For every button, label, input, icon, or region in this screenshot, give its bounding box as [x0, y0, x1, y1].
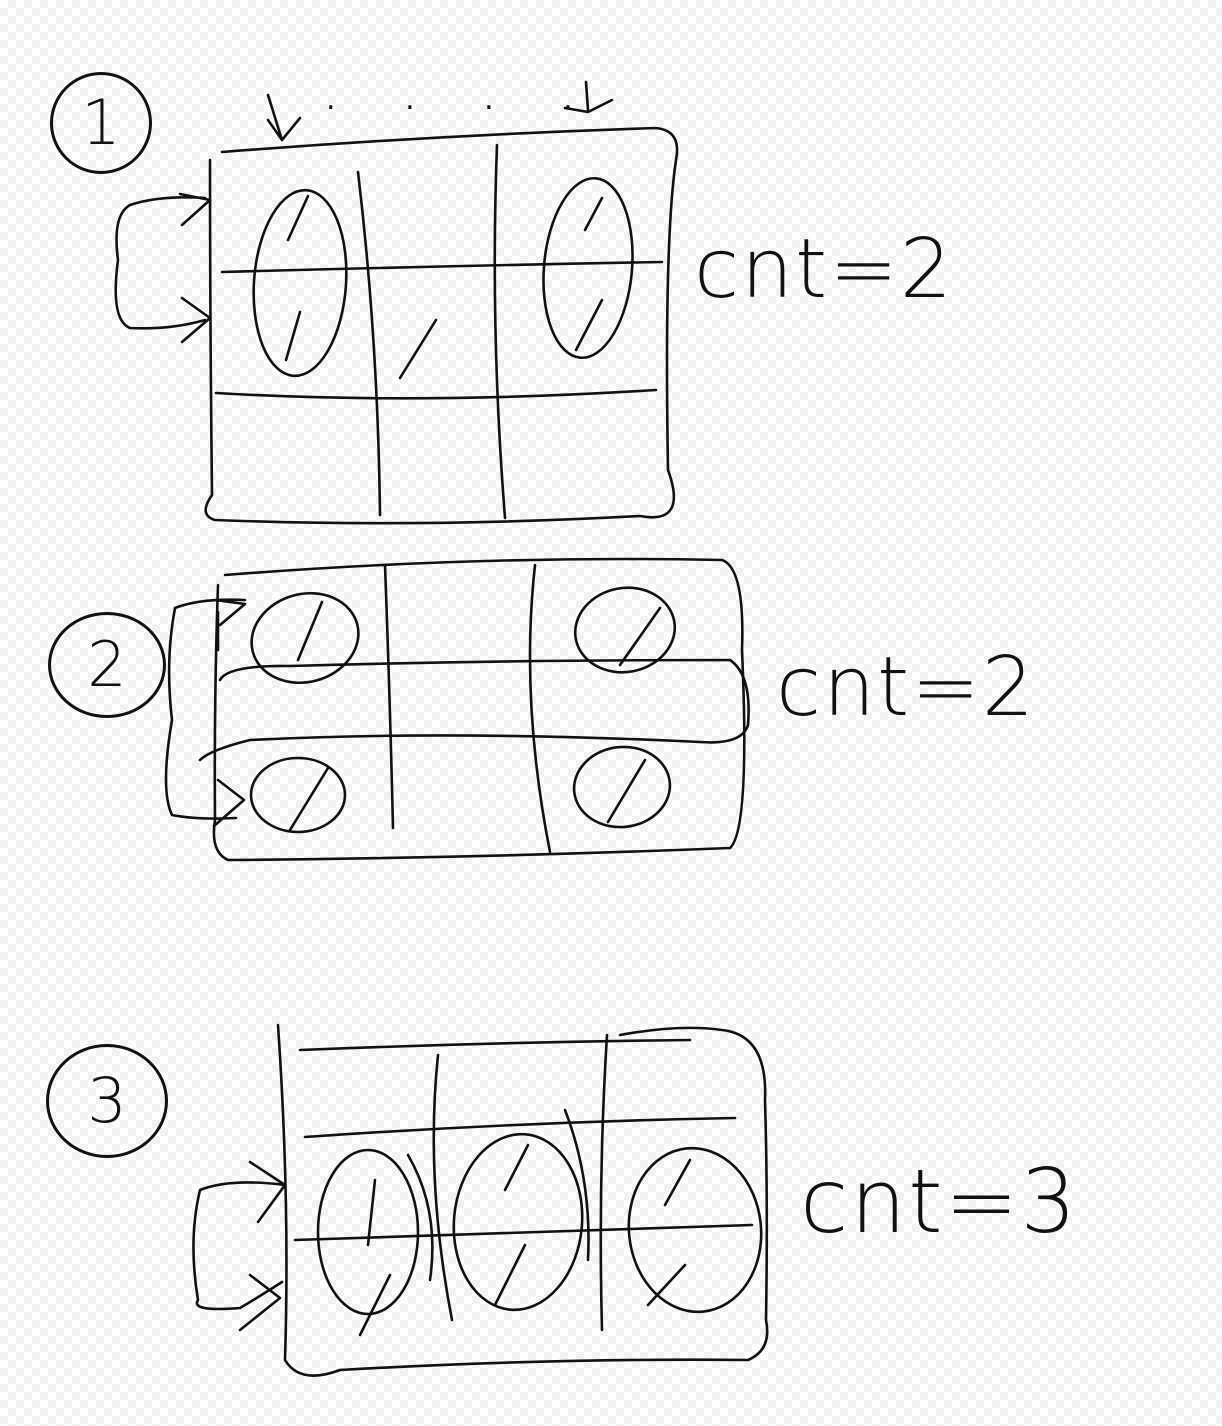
- diagram-2-number: 2: [48, 612, 166, 718]
- diagram-2: [164, 557, 750, 862]
- grid-3-shift-arrow: [192, 1160, 287, 1332]
- grid-2-row-band: [198, 658, 750, 762]
- grid-2-col-line: [528, 563, 552, 854]
- grid-2-mark: [572, 745, 672, 829]
- grid-1-row-line: [220, 260, 664, 274]
- diagram-2-count-label: cnt=2: [776, 640, 1037, 735]
- grid-3-side-lines: [406, 1108, 590, 1282]
- grid-3-col-line: [432, 1053, 454, 1322]
- grid-2-mark: [573, 586, 677, 674]
- diagram-1: [114, 80, 679, 525]
- diagram-1-count-label: cnt=2: [694, 222, 955, 317]
- grid-2-shift-arrow: [164, 598, 247, 828]
- grid-3-row-line: [298, 1038, 692, 1052]
- grid-3-mark: [316, 1148, 420, 1316]
- grid-3-outline: [276, 1023, 769, 1377]
- grid-1-row-line: [214, 388, 658, 400]
- grid-1-outline: [204, 126, 679, 525]
- grid-3-row-line: [293, 1223, 754, 1242]
- scan-arrow-right: [563, 80, 614, 114]
- grid-1-col-line: [356, 170, 382, 517]
- grid-3-hatch: [358, 1143, 692, 1337]
- grid-3-row-line: [303, 1116, 737, 1139]
- grid-2-mark: [249, 756, 347, 834]
- diagram-3-count-label: cnt=3: [800, 1150, 1079, 1253]
- grid-2-outline: [212, 557, 746, 862]
- grid-1-mark: [252, 188, 348, 378]
- grid-3-col-line: [599, 1033, 609, 1332]
- diagram-1-number: 1: [50, 72, 152, 174]
- grid-3-mark: [452, 1132, 584, 1312]
- grid-2-hatch: [288, 600, 662, 832]
- grid-1-hatch: [284, 194, 604, 380]
- grid-2-mark: [250, 591, 360, 685]
- grid-1-mark: [542, 176, 634, 360]
- scan-dots: . . . .: [326, 82, 603, 117]
- diagram-3: [192, 1023, 769, 1377]
- grid-2-col-line: [383, 563, 395, 830]
- grid-1-shift-arrow: [114, 192, 212, 344]
- grid-3-mark: [627, 1146, 763, 1314]
- diagram-3-number: 3: [46, 1044, 168, 1158]
- grid-1-col-line: [493, 143, 507, 520]
- scan-arrow-left: [266, 93, 302, 142]
